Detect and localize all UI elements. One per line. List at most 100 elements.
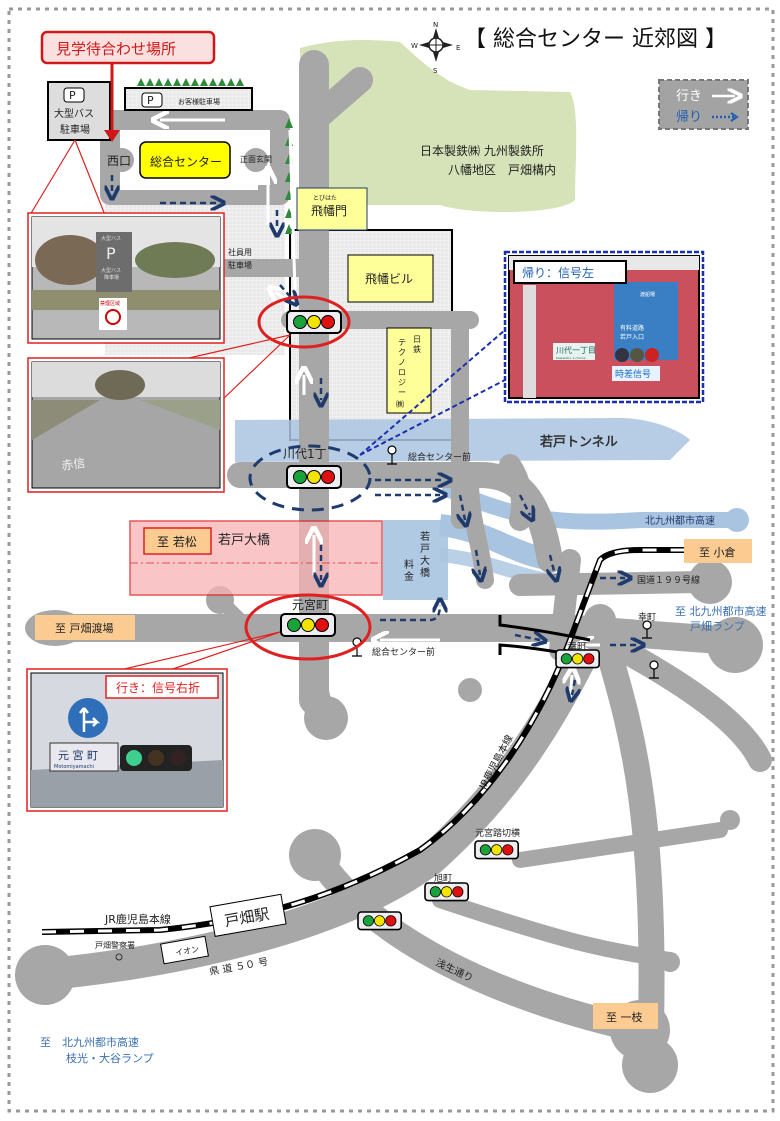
svg-text:料: 料 bbox=[404, 558, 414, 571]
svg-text:ジ: ジ bbox=[398, 378, 406, 387]
staff-parking-label-2: 駐車場 bbox=[228, 260, 252, 270]
bus-stop-icon bbox=[352, 445, 659, 679]
guest-parking-label: お客様駐車場 bbox=[178, 97, 220, 106]
police-label: 戸畑警察署 bbox=[95, 940, 135, 950]
svg-text:W: W bbox=[411, 42, 418, 50]
tree-row bbox=[137, 78, 293, 234]
traffic-signal-icon bbox=[357, 911, 403, 931]
bus-parking-label-2: 駐車場 bbox=[60, 123, 90, 136]
building-label: 飛幡ビル bbox=[365, 271, 413, 286]
expressway-label: 北九州都市高速 bbox=[645, 514, 715, 527]
svg-text:ク: ク bbox=[398, 348, 406, 357]
technology-label: 日鉄 テク ノロ ジー ㈱ bbox=[396, 335, 421, 409]
traffic-signal-icon bbox=[474, 840, 520, 860]
motomiya-highlight bbox=[244, 593, 372, 661]
svg-text:降車場: 降車場 bbox=[104, 274, 119, 281]
svg-text:大型バス: 大型バス bbox=[101, 235, 121, 242]
to-ichieda-label: 至 一枝 bbox=[606, 1010, 643, 1024]
traffic-signal-icon bbox=[286, 310, 342, 334]
svg-text:ノ: ノ bbox=[398, 358, 406, 367]
gate-ruby: とびはた bbox=[313, 194, 337, 202]
svg-text:P: P bbox=[106, 244, 116, 263]
svg-text:テ: テ bbox=[398, 338, 406, 347]
svg-text:若: 若 bbox=[420, 530, 430, 543]
toll-booth bbox=[383, 520, 448, 600]
toll-label: 若戸 大橋 料金 bbox=[404, 530, 430, 583]
steelworks-label-2: 八幡地区 戸畑構内 bbox=[448, 162, 556, 177]
steelworks-area bbox=[300, 40, 577, 212]
jr-line-label: JR鹿児島本線 bbox=[104, 912, 171, 926]
edamitsu-ramp-label-2: 枝光・大谷ランプ bbox=[66, 1051, 154, 1065]
svg-text:イオン: イオン bbox=[175, 945, 200, 958]
svg-text:戸: 戸 bbox=[420, 543, 430, 555]
svg-text:E: E bbox=[456, 44, 460, 52]
svg-text:S: S bbox=[433, 67, 438, 75]
photo-kawashiro-signal: 渡船場 有料道路 若戸入口 川代一丁目 Kawashiro 1-chome 時差… bbox=[503, 250, 705, 404]
svg-text:帰り: 帰り bbox=[676, 109, 702, 125]
svg-text:鉄: 鉄 bbox=[413, 344, 421, 354]
to-ichieda-box bbox=[593, 1003, 658, 1029]
kawashiro-highlight bbox=[248, 444, 372, 512]
bridge-label: 若戸大橋 bbox=[218, 532, 270, 548]
traffic-signal-icon bbox=[280, 613, 336, 637]
photo-motomiya-signal: 元 宮 町 Motomiyamachi 行き：信号右折 bbox=[26, 668, 228, 812]
asahi-label: 旭町 bbox=[434, 872, 452, 884]
svg-text:行き: 行き bbox=[676, 89, 702, 104]
parking-p-icon: P bbox=[69, 89, 76, 102]
route-arrows bbox=[112, 120, 638, 700]
staff-parking-label-1: 社員用 bbox=[228, 247, 252, 257]
svg-text:若戸入口: 若戸入口 bbox=[620, 333, 644, 341]
page-border bbox=[7, 7, 775, 1113]
svg-text:行き：信号右折: 行き：信号右折 bbox=[116, 680, 200, 695]
gate-label: 飛幡門 bbox=[311, 203, 347, 218]
svg-text:㈱: ㈱ bbox=[396, 399, 404, 409]
center-label: 総合センター bbox=[150, 154, 222, 169]
svg-text:日: 日 bbox=[413, 335, 421, 344]
bus-parking-label-1: 大型バス bbox=[54, 107, 94, 120]
photo-road: 赤信 bbox=[27, 357, 225, 493]
motomiya-label: 元宮町 bbox=[292, 597, 328, 612]
svg-text:Kawashiro 1-chome: Kawashiro 1-chome bbox=[556, 356, 586, 360]
to-kokura-box bbox=[684, 539, 752, 563]
bus-stop-1-label: 総合センター前 bbox=[408, 451, 471, 463]
to-ferry-box bbox=[35, 615, 135, 640]
svg-text:橋: 橋 bbox=[420, 566, 430, 579]
parking-p-icon: P bbox=[147, 94, 154, 107]
tobata-ramp-label-2: 戸畑ランプ bbox=[690, 620, 745, 633]
steelworks-label-1: 日本製鉄㈱ 九州製鉄所 bbox=[420, 143, 544, 158]
svg-text:禁煙区域: 禁煙区域 bbox=[100, 300, 120, 307]
general-center-building bbox=[139, 141, 231, 179]
to-wakamatsu-box bbox=[143, 527, 212, 555]
tobata-station: 戸畑駅 bbox=[209, 893, 287, 937]
main-entrance-label: 正面玄関 bbox=[240, 154, 272, 164]
edamitsu-ramp-label-1: 至 北九州都市高速 bbox=[40, 1035, 139, 1049]
traffic-signal-icon bbox=[424, 882, 470, 902]
traffic-signal-icon bbox=[286, 465, 342, 489]
to-ferry-label: 至 戸畑渡場 bbox=[55, 621, 114, 635]
tobihata-building bbox=[347, 254, 434, 303]
svg-text:Motomiyamachi: Motomiyamachi bbox=[54, 764, 94, 770]
svg-text:ロ: ロ bbox=[398, 368, 406, 377]
tunnel-label: 若戸トンネル bbox=[539, 434, 618, 450]
to-kokura-label: 至 小倉 bbox=[699, 545, 736, 559]
west-entrance-label: 西口 bbox=[107, 154, 131, 168]
signal-highlight bbox=[257, 295, 351, 349]
meeting-point-label: 見学待合わせ場所 bbox=[56, 40, 176, 58]
svg-text:有料道路: 有料道路 bbox=[620, 324, 644, 332]
page-title: 【 総合センター 近郊図 】 bbox=[464, 27, 727, 52]
svg-text:時差信号: 時差信号 bbox=[615, 368, 651, 380]
to-wakamatsu-label: 至 若松 bbox=[157, 535, 197, 549]
svg-text:赤信: 赤信 bbox=[60, 456, 86, 473]
meeting-point-callout bbox=[40, 30, 216, 65]
svg-text:N: N bbox=[433, 21, 438, 29]
tobata-ramp-label-1: 至 北九州都市高速 bbox=[675, 604, 767, 618]
svg-text:金: 金 bbox=[404, 570, 414, 583]
svg-text:ー: ー bbox=[398, 388, 406, 397]
traffic-signals bbox=[280, 310, 601, 931]
svg-text:渡船場: 渡船場 bbox=[640, 291, 655, 298]
kawashiro-label: 川代1丁 bbox=[283, 447, 327, 461]
road-network bbox=[15, 50, 772, 1093]
bus-stop-2-label: 総合センター前 bbox=[372, 646, 435, 658]
police-icon bbox=[115, 953, 123, 961]
